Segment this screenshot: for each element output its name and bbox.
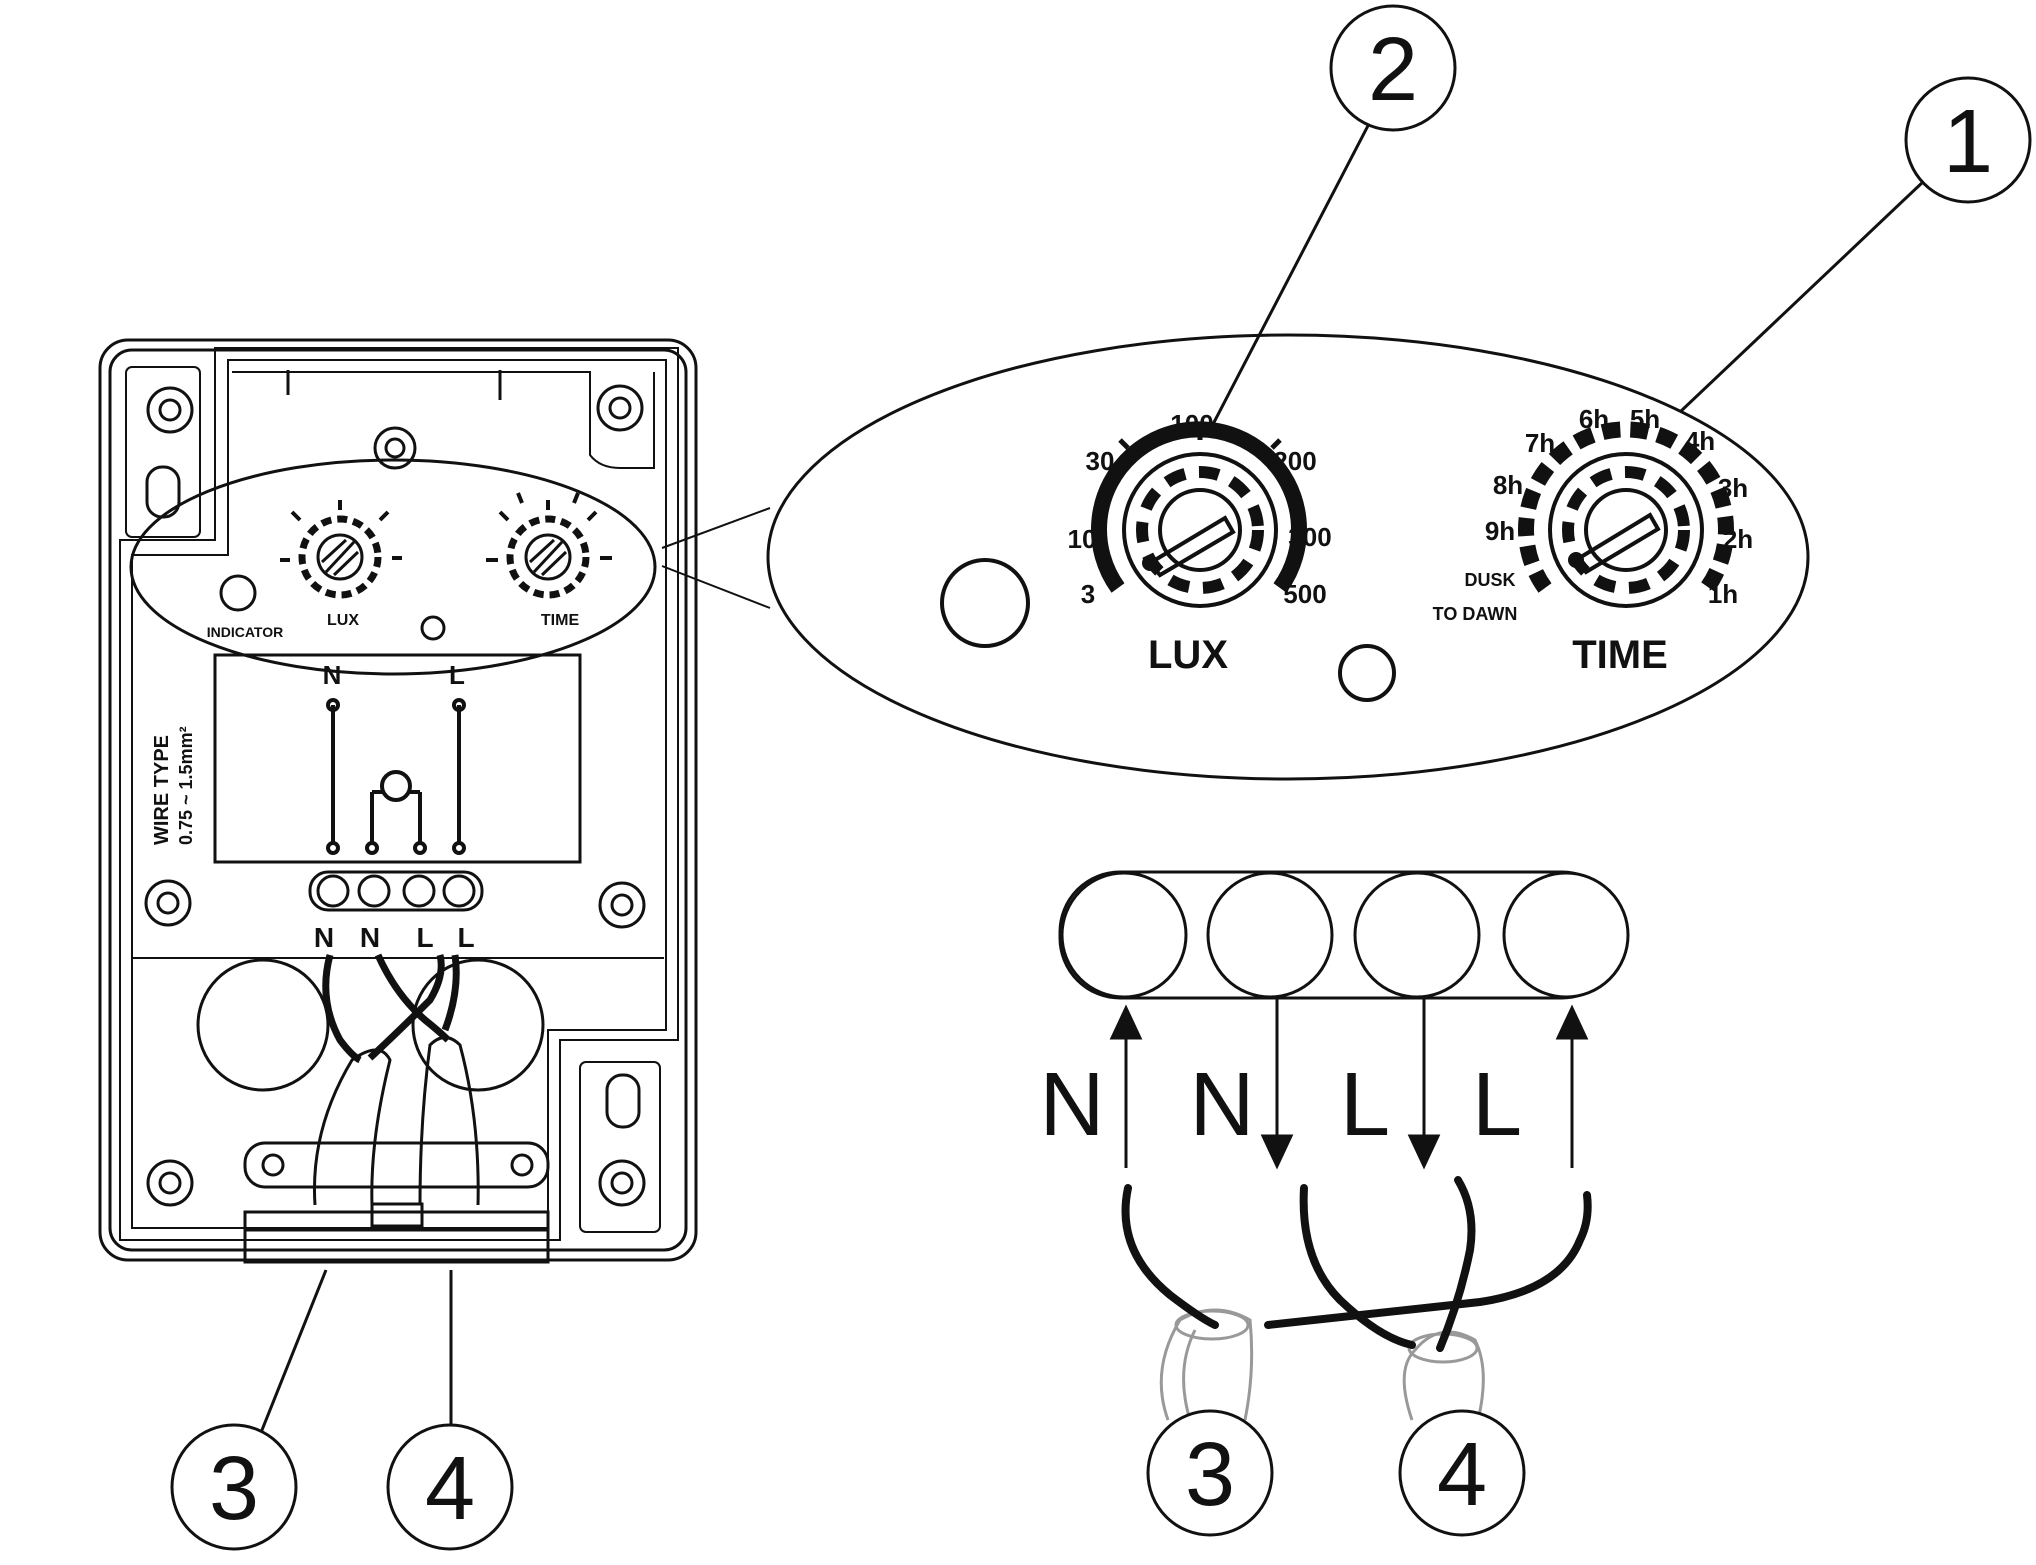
wire-type-value: 0.75 ~ 1.5mm²	[176, 726, 196, 845]
callout-3: 3	[170, 1423, 298, 1551]
screw-bottom-right	[598, 1159, 646, 1207]
callout-1: 1	[1904, 76, 2032, 204]
time-scale-8h: 8h	[1493, 470, 1523, 500]
lux-scale-10: 10	[1068, 524, 1097, 554]
wire-type-title: WIRE TYPE	[151, 735, 173, 845]
time-scale-dusk: DUSK	[1464, 570, 1515, 590]
lux-scale-3: 3	[1081, 579, 1095, 609]
time-scale-4h: 4h	[1685, 426, 1715, 456]
terminal-label-1: N	[1040, 1055, 1105, 1155]
callout-3-right: 3	[1146, 1409, 1274, 1537]
screw-top-center	[373, 426, 417, 470]
device-time-knob[interactable]	[506, 515, 590, 599]
terminal-hole-3	[1353, 871, 1481, 999]
zoom-sensor-hole	[1338, 644, 1396, 702]
lux-dial[interactable]: 3 10 30 100 200 300 500 LUX	[1068, 409, 1332, 677]
callout-2: 2	[1329, 4, 1457, 132]
device-time-label: TIME	[541, 612, 580, 629]
lux-scale-300: 300	[1288, 522, 1331, 552]
svg-text:3: 3	[1185, 1425, 1235, 1525]
callout-4-right: 4	[1398, 1409, 1526, 1537]
svg-text:4: 4	[425, 1439, 475, 1539]
time-scale-9h: 9h	[1485, 516, 1515, 546]
device-lux-label: LUX	[327, 612, 359, 629]
terminal-hole-1	[1060, 871, 1188, 999]
time-scale-2h: 2h	[1723, 524, 1753, 554]
device-terminal-strip: N N L L	[308, 870, 484, 953]
terminal-diagram: N N L L	[1040, 870, 1630, 1421]
lux-scale-100: 100	[1170, 409, 1213, 439]
device-wires	[313, 953, 480, 1206]
screw-mid-left	[144, 879, 192, 927]
terminal-hole-4	[1502, 871, 1630, 999]
device-terminal-area: N L WIRE TYPE 0.75 ~ 1.5mm²	[133, 653, 664, 959]
time-dial[interactable]: DUSK TO DAWN 9h 8h 7h 6h 5h 4h 3h 2h 1h …	[1433, 404, 1754, 677]
time-scale-1h: 1h	[1708, 579, 1738, 609]
terminal-label-4: L	[1472, 1055, 1522, 1155]
device-terminal-label-2: N	[360, 922, 380, 953]
zoom-indicator-led	[940, 558, 1030, 648]
time-scale-to-dawn: TO DAWN	[1433, 604, 1518, 624]
screw-bottom-left	[146, 1159, 194, 1207]
time-scale-7h: 7h	[1525, 428, 1555, 458]
lux-title: LUX	[1148, 633, 1228, 677]
callouts: 1 2 3 4 3 4	[170, 4, 2032, 1551]
lux-pointer	[1142, 515, 1236, 578]
time-scale-3h: 3h	[1718, 473, 1748, 503]
svg-text:1: 1	[1943, 92, 1993, 192]
terminal-wires	[1121, 1176, 1592, 1352]
wire-type-note: WIRE TYPE 0.75 ~ 1.5mm²	[151, 726, 196, 845]
svg-text:3: 3	[209, 1439, 259, 1539]
indicator-led	[219, 574, 257, 612]
screw-top-left	[146, 386, 194, 434]
lux-scale-30: 30	[1086, 446, 1115, 476]
time-title: TIME	[1572, 633, 1668, 677]
time-pointer	[1568, 512, 1661, 575]
terminal-label-2: N	[1190, 1055, 1255, 1155]
device-control-panel: INDICATOR LUX TIME	[129, 458, 657, 676]
screw-mid-right	[598, 881, 646, 929]
svg-text:2: 2	[1368, 20, 1418, 120]
screw-top-right	[596, 384, 644, 432]
device-cable-entries	[196, 958, 545, 1092]
device-terminal-label-4: L	[457, 922, 474, 953]
terminal-top-n: N	[323, 660, 342, 690]
lux-scale-500: 500	[1283, 579, 1326, 609]
device-terminal-label-1: N	[314, 922, 334, 953]
callout-4: 4	[386, 1423, 514, 1551]
screws	[144, 384, 646, 1207]
terminal-top-l: L	[449, 660, 465, 690]
device-lux-knob[interactable]	[298, 515, 382, 599]
svg-text:4: 4	[1437, 1425, 1487, 1525]
lux-scale-200: 200	[1273, 446, 1316, 476]
time-scale-6h: 6h	[1579, 404, 1609, 434]
sensor-hole	[420, 615, 446, 641]
time-scale-5h: 5h	[1630, 404, 1660, 434]
terminal-label-3: L	[1340, 1055, 1390, 1155]
terminal-hole-2	[1206, 871, 1334, 999]
device-terminal-label-3: L	[416, 922, 433, 953]
indicator-label: INDICATOR	[207, 624, 283, 640]
cable-clamp	[243, 1141, 550, 1264]
